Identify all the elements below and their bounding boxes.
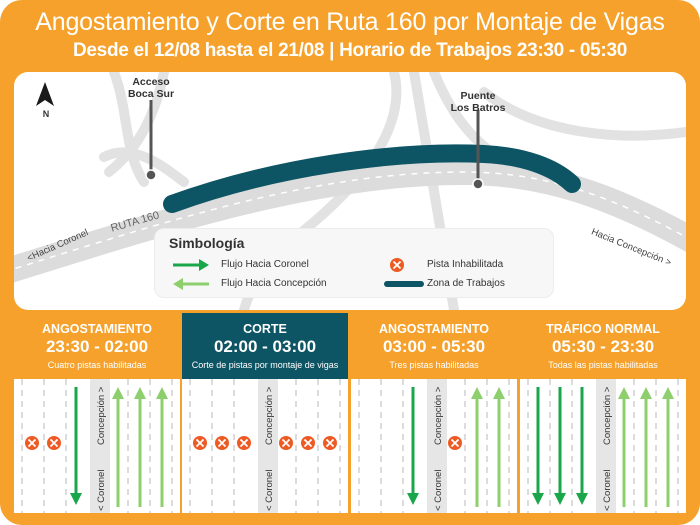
- legend-item-pista-inhabilitada: Pista Inhabilitada: [427, 259, 504, 270]
- median-strip: [258, 379, 278, 513]
- arrow-down-coronel-icon: [576, 387, 588, 505]
- lane-diagram-1: Concepción > < Coronel: [21, 379, 173, 513]
- puente-marker: [472, 178, 484, 190]
- closed-lane-x-icon: [237, 436, 251, 450]
- median-strip: [596, 379, 616, 513]
- phase-panels: ANGOSTAMIENTO 23:30 - 02:00 Cuatro pista…: [14, 313, 686, 513]
- phase-time: 02:00 - 03:00: [213, 337, 317, 356]
- closed-lane-x-icon: [301, 436, 315, 450]
- arrow-left-light-green-icon: [173, 278, 209, 290]
- closed-lane-x-icon: [448, 436, 462, 450]
- median-strip: [427, 379, 447, 513]
- phase-desc: Tres pistas habilitadas: [389, 360, 479, 370]
- arrow-up-concepcion-icon: [640, 387, 652, 507]
- legend-item-flujo-concepcion: Flujo Hacia Concepción: [221, 278, 327, 289]
- legend: Simbología Flujo Hacia Coronel: [154, 228, 554, 298]
- acceso-marker: [145, 169, 157, 181]
- lane-diagram-4: Concepción > < Coronel: [527, 379, 679, 513]
- puente-los-batros-label: Puente Los Batros: [450, 90, 506, 114]
- phase-time: 23:30 - 02:00: [45, 337, 149, 356]
- phase-time: 03:00 - 05:30: [382, 337, 486, 356]
- map-roads: [14, 72, 686, 310]
- closed-lane-x-icon: [47, 436, 61, 450]
- ruta-160-road: [14, 158, 686, 283]
- north-arrow-icon: [36, 82, 54, 106]
- median-concepcion-label: Concepción >: [96, 386, 107, 445]
- phase-desc: Corte de pistas por montaje de vigas: [191, 360, 339, 370]
- arrow-down-coronel-icon: [532, 387, 544, 505]
- arrow-up-concepcion-icon: [112, 387, 124, 507]
- north-label: N: [42, 109, 50, 119]
- phase-panel-2: CORTE 02:00 - 03:00 Corte de pistas por …: [182, 313, 348, 513]
- phase-name: ANGOSTAMIENTO: [379, 322, 489, 336]
- closed-lane-x-icon: [215, 436, 229, 450]
- arrow-up-concepcion-icon: [156, 387, 168, 507]
- arrow-right-dark-green-icon: [173, 259, 209, 271]
- road-east-ramp: [479, 87, 686, 141]
- road-acceso-west: [104, 72, 169, 177]
- page-title: Angostamiento y Corte en Ruta 160 por Mo…: [35, 8, 665, 36]
- page-subtitle: Desde el 12/08 hasta el 21/08 | Horario …: [72, 40, 627, 61]
- road-acceso-loop: [99, 147, 189, 187]
- phase-time: 05:30 - 23:30: [551, 337, 655, 356]
- arrow-up-concepcion-icon: [618, 387, 630, 507]
- arrow-up-concepcion-icon: [662, 387, 674, 507]
- lane-diagram-3: Concepción > < Coronel: [358, 379, 510, 513]
- median-concepcion-label: Concepción >: [602, 386, 613, 445]
- road-acceso-north: [109, 72, 149, 187]
- phase-panel-4: TRÁFICO NORMAL 05:30 - 23:30 Todas las p…: [520, 313, 686, 513]
- arrow-down-coronel-icon: [554, 387, 566, 505]
- route-map: N Acceso Boca Sur Puente Los Batros RUTA…: [14, 72, 686, 310]
- median-concepcion-label: Concepción >: [264, 386, 275, 445]
- lane-diagram-2: Concepción > < Coronel: [189, 379, 341, 513]
- arrow-up-concepcion-icon: [134, 387, 146, 507]
- phase-name: CORTE: [243, 322, 287, 336]
- phase-header-3: ANGOSTAMIENTO 03:00 - 05:30 Tres pistas …: [351, 313, 517, 379]
- work-zone: [163, 144, 581, 213]
- closed-lane-x-icon: [279, 436, 293, 450]
- closed-lane-x-icon: [25, 436, 39, 450]
- closed-lane-x-icon: [390, 258, 404, 272]
- median-coronel-label: < Coronel: [96, 470, 107, 511]
- arrow-down-coronel-icon: [407, 387, 419, 505]
- median-coronel-label: < Coronel: [602, 470, 613, 511]
- legend-item-zona-trabajos: Zona de Trabajos: [427, 278, 505, 289]
- acceso-boca-sur-label: Acceso Boca Sur: [127, 76, 175, 100]
- median-coronel-label: < Coronel: [433, 470, 444, 511]
- median-strip: [90, 379, 110, 513]
- phase-panel-1: ANGOSTAMIENTO 23:30 - 02:00 Cuatro pista…: [14, 313, 180, 513]
- phase-header-4: TRÁFICO NORMAL 05:30 - 23:30 Todas las p…: [520, 313, 686, 379]
- closed-lane-x-icon: [323, 436, 337, 450]
- phase-name: ANGOSTAMIENTO: [42, 322, 152, 336]
- phase-panel-3: ANGOSTAMIENTO 03:00 - 05:30 Tres pistas …: [351, 313, 517, 513]
- legend-item-flujo-coronel: Flujo Hacia Coronel: [221, 259, 309, 270]
- phase-header-2: CORTE 02:00 - 03:00 Corte de pistas por …: [182, 313, 348, 379]
- median-coronel-label: < Coronel: [264, 470, 275, 511]
- phase-header-1: ANGOSTAMIENTO 23:30 - 02:00 Cuatro pista…: [14, 313, 180, 379]
- phase-desc: Todas las pistas habilitadas: [548, 360, 658, 370]
- arrow-up-concepcion-icon: [471, 387, 483, 507]
- median-concepcion-label: Concepción >: [433, 386, 444, 445]
- closed-lane-x-icon: [193, 436, 207, 450]
- phase-desc: Cuatro pistas habilitadas: [47, 360, 147, 370]
- arrow-up-concepcion-icon: [493, 387, 505, 507]
- legend-title: Simbología: [169, 235, 245, 251]
- phase-name: TRÁFICO NORMAL: [546, 322, 660, 336]
- arrow-down-coronel-icon: [70, 387, 82, 505]
